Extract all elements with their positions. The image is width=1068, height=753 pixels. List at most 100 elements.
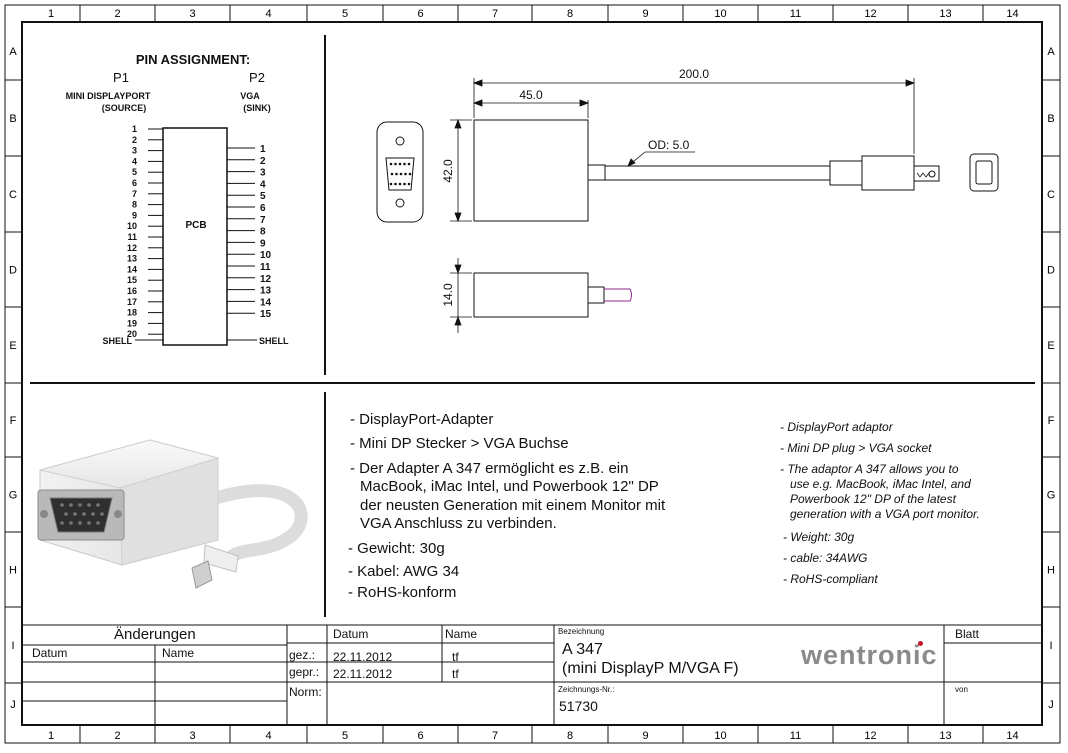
right-pin-label: 6 (260, 203, 266, 214)
zone-row-label: I (11, 640, 14, 652)
zone-col-label: 6 (417, 730, 423, 742)
left-pin-label: 2 (132, 135, 137, 145)
changes-col-datum: Datum (32, 646, 68, 660)
zone-col-label: 9 (642, 730, 648, 742)
zone-col-label: 5 (342, 730, 348, 742)
changes-label: Änderungen (114, 626, 196, 643)
right-pin-label: 12 (260, 274, 272, 285)
dimension-lines (450, 78, 916, 333)
dim-height: 42.0 (441, 159, 455, 183)
drawn-name: tf (452, 650, 459, 664)
zone-col-label: 6 (417, 8, 423, 20)
dim-cable-od: OD: 5.0 (648, 138, 690, 152)
de-line-3c: der neusten Generation mit einem Monitor… (360, 497, 666, 514)
zone-row-label: C (9, 189, 17, 201)
right-pin-label: 1 (260, 144, 266, 155)
zone-col-label: 7 (492, 8, 498, 20)
left-pin-label: 5 (132, 167, 137, 177)
datum-label: Datum (333, 627, 369, 641)
en-line-3c: Powerbook 12" DP of the latest (790, 492, 956, 506)
right-pin-label: 9 (260, 238, 266, 249)
en-line-3a: - The adaptor A 347 allows you to (780, 462, 959, 476)
designation-line-2: (mini DisplayP M/VGA F) (562, 660, 739, 677)
left-pin-label: 18 (127, 308, 137, 318)
checked-name: tf (452, 667, 459, 681)
en-line-5: - cable: 34AWG (783, 551, 868, 565)
left-pin-label: 13 (127, 254, 137, 264)
zone-col-label: 1 (48, 730, 54, 742)
drawing-no-label: Zeichnungs-Nr.: (558, 685, 615, 694)
of-label: von (955, 685, 968, 694)
en-line-3d: generation with a VGA port monitor. (790, 507, 980, 521)
left-pin-label: 12 (127, 243, 137, 253)
right-pin-label: 7 (260, 215, 266, 226)
left-pin-label: 14 (127, 264, 137, 274)
left-pin-label: 4 (132, 156, 137, 166)
zone-row-label: H (9, 565, 17, 577)
right-pin-label: 14 (260, 297, 272, 308)
p2-label: P2 (249, 70, 265, 85)
zone-ticks (5, 5, 1060, 743)
left-pin-label: 6 (132, 178, 137, 188)
right-pin-label: 2 (260, 156, 266, 167)
pcb-box (162, 127, 228, 346)
zone-row-label: D (1047, 265, 1055, 277)
dim-housing-length: 45.0 (519, 88, 543, 102)
checked-label: gepr.: (289, 665, 320, 679)
p1-label: P1 (113, 70, 129, 85)
housing-side-view (473, 119, 589, 222)
left-pin-label: 3 (132, 146, 137, 156)
left-pin-label: 8 (132, 200, 137, 210)
zone-col-label: 11 (790, 8, 801, 20)
en-line-1: - DisplayPort adaptor (780, 420, 893, 434)
logo-text: wentronic (801, 640, 938, 670)
vga-socket-outline (385, 157, 415, 191)
zone-row-label: G (1047, 490, 1056, 502)
mini-dp-end-view (969, 153, 999, 192)
zone-row-label: H (1047, 565, 1055, 577)
right-pin-label: 5 (260, 191, 266, 202)
zone-row-label: B (1047, 113, 1054, 125)
zone-row-label: A (1047, 46, 1055, 58)
left-pin-label: 20 (127, 329, 137, 339)
p2-name: VGA (240, 91, 260, 101)
zone-row-label: E (1047, 340, 1054, 352)
zone-col-label: 3 (189, 730, 195, 742)
left-pin-label: 9 (132, 210, 137, 220)
zone-row-label: I (1049, 640, 1052, 652)
zone-col-label: 1 (48, 8, 54, 20)
title-block-grid (22, 624, 1042, 725)
zone-col-label: 4 (265, 8, 271, 20)
zone-row-label: E (9, 340, 16, 352)
dim-length: 200.0 (679, 67, 709, 81)
de-line-5: - Kabel: AWG 34 (348, 563, 460, 580)
zone-col-label: 11 (790, 730, 801, 742)
product-image (37, 439, 308, 589)
zone-row-label: J (1048, 699, 1054, 711)
drawn-label: gez.: (289, 648, 316, 662)
left-pin-label: 16 (127, 286, 137, 296)
pin-assignment: PIN ASSIGNMENT: P1 P2 MINI DISPLAYPORT (… (66, 52, 289, 346)
en-line-4: - Weight: 30g (783, 530, 855, 544)
zone-col-label: 14 (1006, 8, 1018, 20)
zone-col-label: 10 (714, 8, 726, 20)
zone-row-label: C (1047, 189, 1055, 201)
en-line-6: - RoHS-compliant (783, 572, 878, 586)
zone-col-label: 8 (567, 730, 573, 742)
right-pin-label: 8 (260, 227, 266, 238)
zone-row-label: J (10, 699, 16, 711)
left-pin-label: 1 (132, 124, 137, 134)
right-shell-label: SHELL (259, 336, 289, 346)
de-line-1: - DisplayPort-Adapter (350, 411, 494, 428)
zone-row-label: D (9, 265, 17, 277)
de-line-3a: - Der Adapter A 347 ermöglicht es z.B. e… (350, 460, 629, 477)
p2-role: (SINK) (243, 103, 271, 113)
zone-col-label: 13 (939, 8, 951, 20)
vga-front-view (376, 121, 424, 223)
designation-label: Bezeichnung (558, 627, 605, 636)
designation-line-1: A 347 (562, 641, 603, 658)
right-pin-label: 10 (260, 250, 272, 261)
left-pin-label: 15 (127, 275, 137, 285)
